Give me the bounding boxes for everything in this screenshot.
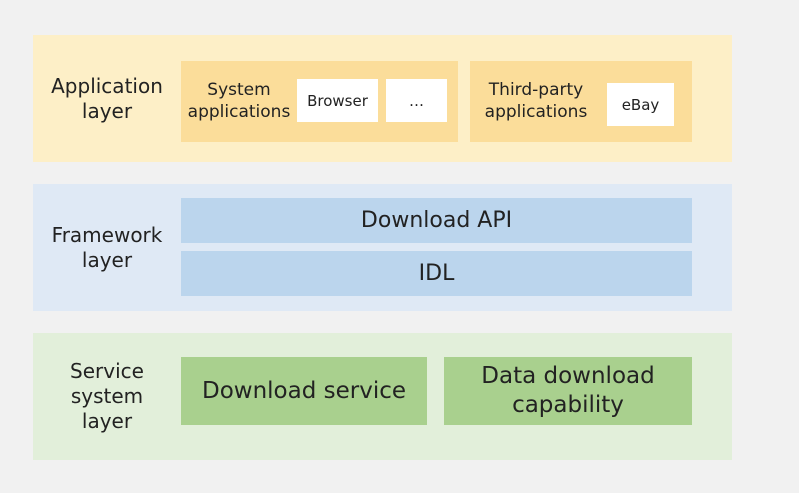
third-party-applications-group: Third-party applications eBay — [470, 61, 692, 142]
service-layer-label-line1: Service — [70, 359, 144, 383]
data-download-capability-component: Data download capability — [444, 357, 692, 425]
third-party-applications-label-line2: applications — [484, 101, 588, 122]
service-system-layer: Service system layer Download service Da… — [33, 333, 732, 460]
service-layer-label-line3: layer — [81, 409, 133, 433]
framework-layer-label-line2: layer — [81, 247, 133, 272]
system-applications-label-line2: applications — [187, 101, 291, 122]
data-download-capability-line1: Data download — [481, 363, 655, 390]
download-service-component: Download service — [181, 357, 427, 425]
framework-layer-label: Framework layer — [33, 184, 181, 311]
system-applications-group: System applications Browser … — [181, 61, 458, 142]
more-apps-ellipsis-box: … — [386, 79, 447, 122]
application-layer-label-line1: Application — [51, 73, 163, 98]
framework-layer: Framework layer Download API IDL — [33, 184, 732, 311]
third-party-applications-label: Third-party applications — [478, 61, 594, 142]
service-layer-label-line2: system — [70, 384, 144, 408]
ebay-app-box: eBay — [607, 83, 674, 126]
download-service-line1: Download service — [201, 377, 407, 404]
application-layer: Application layer System applications Br… — [33, 35, 732, 162]
application-layer-label-line2: layer — [81, 98, 133, 123]
download-api-component: Download API — [181, 198, 692, 243]
browser-app-box: Browser — [297, 79, 378, 122]
system-applications-label-line1: System — [207, 80, 271, 101]
data-download-capability-line2: capability — [512, 392, 624, 418]
service-system-layer-label: Service system layer — [33, 333, 181, 460]
framework-layer-label-line1: Framework — [51, 222, 163, 247]
third-party-applications-label-line1: Third-party — [488, 80, 584, 101]
system-applications-label: System applications — [187, 61, 291, 142]
application-layer-label: Application layer — [33, 35, 181, 162]
idl-component: IDL — [181, 251, 692, 296]
